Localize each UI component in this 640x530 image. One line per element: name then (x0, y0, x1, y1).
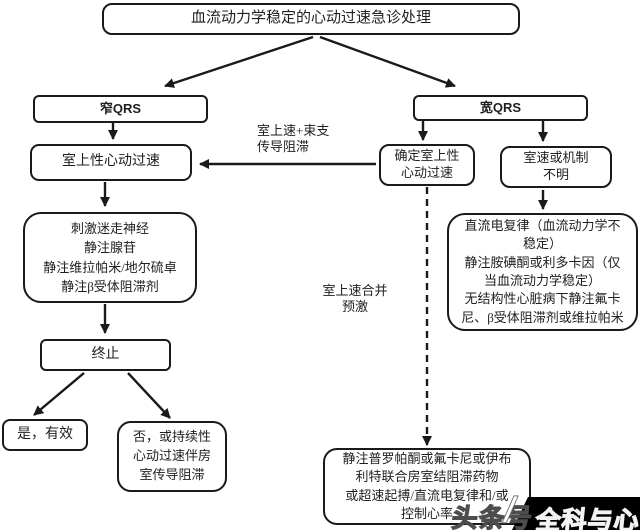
node-yes-effective-text: 是，有效 (17, 426, 73, 442)
node-vt-treatment-line: 静注胺碘酮或利多卡因（仅 (464, 254, 621, 270)
node-preexcitation-treatment-line: 静注普罗帕酮或氟卡尼或伊布 (342, 450, 512, 466)
node-preexcitation-treatment-line: 控制心率 (400, 505, 453, 521)
edge-label-preexcitation-line: 预激 (341, 299, 368, 315)
node-narrow-qrs: 窄QRS (33, 95, 208, 123)
node-confirmed-svt-line: 心动过速 (400, 165, 453, 180)
node-terminate-text: 终止 (91, 346, 120, 362)
node-svt-treatment-line: 静注维拉帕米/地尔硫卓 (43, 259, 177, 275)
arrow-title-to-narrow-qrs (164, 35, 314, 88)
arrow-title-to-wide-qrs (319, 35, 456, 88)
node-preexcitation-treatment: 静注普罗帕酮或氟卡尼或伊布 利特联合房室结阻滞药物 或超速起搏/直流电复律和/或… (323, 448, 531, 525)
node-vt-or-unknown-line: 室速或机制 (523, 150, 589, 166)
node-no-persistent-line: 心动过速伴房 (132, 448, 211, 464)
node-vt-treatment: 直流电复律（血流动力学不 稳定） 静注胺碘酮或利多卡因（仅 当血流动力学稳定） … (447, 213, 638, 331)
node-vt-treatment-line: 直流电复律（血流动力学不 (464, 217, 621, 233)
watermark-toutiao-text: 头条号 (450, 502, 535, 530)
edge-label-svt-bbb: 室上速+束支 传导阻滞 (257, 123, 367, 156)
node-no-persistent-line: 否，或持续性 (132, 429, 211, 445)
node-vt-treatment-line: 稳定） (522, 236, 562, 252)
node-wide-qrs-text: 宽QRS (479, 99, 522, 115)
node-svt-text: 室上性心动过速 (62, 154, 160, 170)
edge-label-svt-bbb-line: 传导阻滞 (257, 139, 310, 155)
node-vt-or-unknown: 室速或机制 不明 (500, 146, 612, 188)
node-no-persistent-line: 室传导阻滞 (139, 466, 205, 482)
node-no-persistent: 否，或持续性 心动过速伴房 室传导阻滞 (117, 421, 227, 492)
node-confirmed-svt: 确定室上性 心动过速 (379, 144, 475, 186)
node-wide-qrs: 宽QRS (413, 95, 588, 121)
node-svt-treatment-line: 静注腺苷 (83, 240, 136, 255)
node-vt-treatment-line: 当血流动力学稳定） (483, 273, 601, 288)
node-preexcitation-treatment-line: 或超速起搏/直流电复律和/或 (345, 487, 509, 503)
node-svt: 室上性心动过速 (30, 144, 192, 181)
node-title: 血流动力学稳定的心动过速急诊处理 (102, 3, 520, 35)
edge-label-preexcitation: 室上速合并 预激 (305, 283, 405, 316)
node-vt-treatment-line: 尼、β受体阻滞剂或维拉帕米 (461, 309, 624, 325)
node-narrow-qrs-text: 窄QRS (99, 100, 142, 116)
edge-label-svt-bbb-line: 室上速+束支 (257, 123, 330, 138)
arrow-terminate-to-no (127, 372, 171, 419)
watermark-brand-text: 全科与心理 (534, 506, 640, 530)
node-title-text: 血流动力学稳定的心动过速急诊处理 (190, 10, 431, 27)
node-terminate: 终止 (40, 339, 171, 371)
node-svt-treatment: 刺激迷走神经 静注腺苷 静注维拉帕米/地尔硫卓 静注β受体阻滞剂 (23, 212, 197, 303)
watermark-black-band (512, 497, 640, 530)
node-svt-treatment-line: 刺激迷走神经 (70, 220, 149, 236)
node-confirmed-svt-line: 确定室上性 (394, 148, 460, 164)
edge-label-preexcitation-line: 室上速合并 (322, 283, 388, 298)
node-vt-or-unknown-line: 不明 (542, 167, 569, 182)
node-yes-effective: 是，有效 (2, 419, 88, 451)
node-vt-treatment-line: 无结构性心脏病下静注氟卡 (464, 291, 621, 307)
arrow-terminate-to-yes (33, 372, 85, 416)
node-preexcitation-treatment-line: 利特联合房室结阻滞药物 (355, 469, 499, 485)
node-svt-treatment-line: 静注β受体阻滞剂 (61, 279, 159, 294)
